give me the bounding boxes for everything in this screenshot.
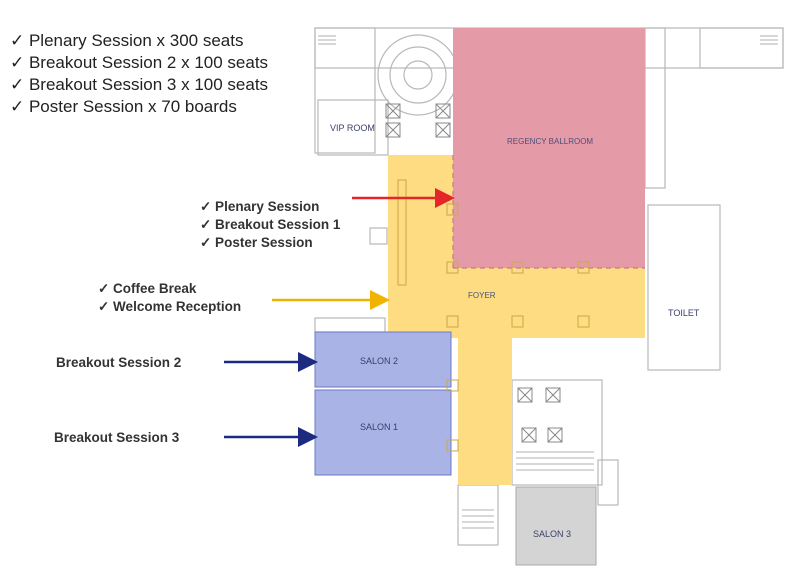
toilet-label: TOILET [668, 308, 700, 318]
stair-hatches [318, 35, 778, 529]
elevator-boxes [385, 103, 563, 443]
callout-line: ✓ Breakout Session 1 [200, 217, 341, 232]
foyer-zone [388, 155, 645, 485]
foyer-label: FOYER [468, 291, 496, 300]
callout-line: ✓ Plenary Session [200, 199, 320, 214]
building-walls [314, 27, 784, 546]
salon2-zone [314, 331, 452, 388]
salon3-label: SALON 3 [533, 529, 571, 539]
capacity-item: ✓ Plenary Session x 300 seats [10, 31, 244, 50]
salon1-zone [314, 389, 452, 476]
foyer-callout: ✓ Coffee Break ✓ Welcome Reception [98, 280, 241, 316]
callout-line: ✓ Poster Session [200, 235, 313, 250]
regency-ballroom-zone [453, 28, 645, 268]
capacity-list: ✓ Plenary Session x 300 seats ✓ Breakout… [10, 30, 268, 118]
vip-room-label: VIP ROOM [330, 123, 375, 133]
callout-line: ✓ Coffee Break [98, 281, 197, 296]
wall-toilet [647, 204, 721, 371]
salon1-callout: Breakout Session 3 [54, 430, 180, 445]
wall-stair [457, 484, 499, 546]
wall-top-right [699, 27, 784, 69]
wall-notch [369, 227, 388, 245]
salon2-callout: Breakout Session 2 [56, 355, 182, 370]
ballroom-callout: ✓ Plenary Session ✓ Breakout Session 1 ✓… [200, 198, 340, 252]
wall-vip-block [314, 27, 376, 154]
ballroom-label: REGENCY BALLROOM [507, 137, 593, 146]
wall-ballroom-right [644, 27, 666, 189]
ballroom-partitions [452, 155, 645, 269]
callout-line: ✓ Welcome Reception [98, 299, 242, 314]
spiral-stair-inner [389, 46, 447, 104]
capacity-item: ✓ Breakout Session 3 x 100 seats [10, 75, 269, 94]
capacity-item: ✓ Poster Session x 70 boards [10, 97, 237, 116]
salon3-zone [515, 486, 597, 566]
spiral-stair-core [403, 60, 433, 90]
wall-side [597, 459, 619, 506]
capacity-item: ✓ Breakout Session 2 x 100 seats [10, 53, 269, 72]
salon1-label: SALON 1 [360, 422, 398, 432]
wall-vip [317, 99, 389, 156]
salon2-label: SALON 2 [360, 356, 398, 366]
columns [397, 179, 590, 452]
wall-ledge [314, 317, 386, 333]
